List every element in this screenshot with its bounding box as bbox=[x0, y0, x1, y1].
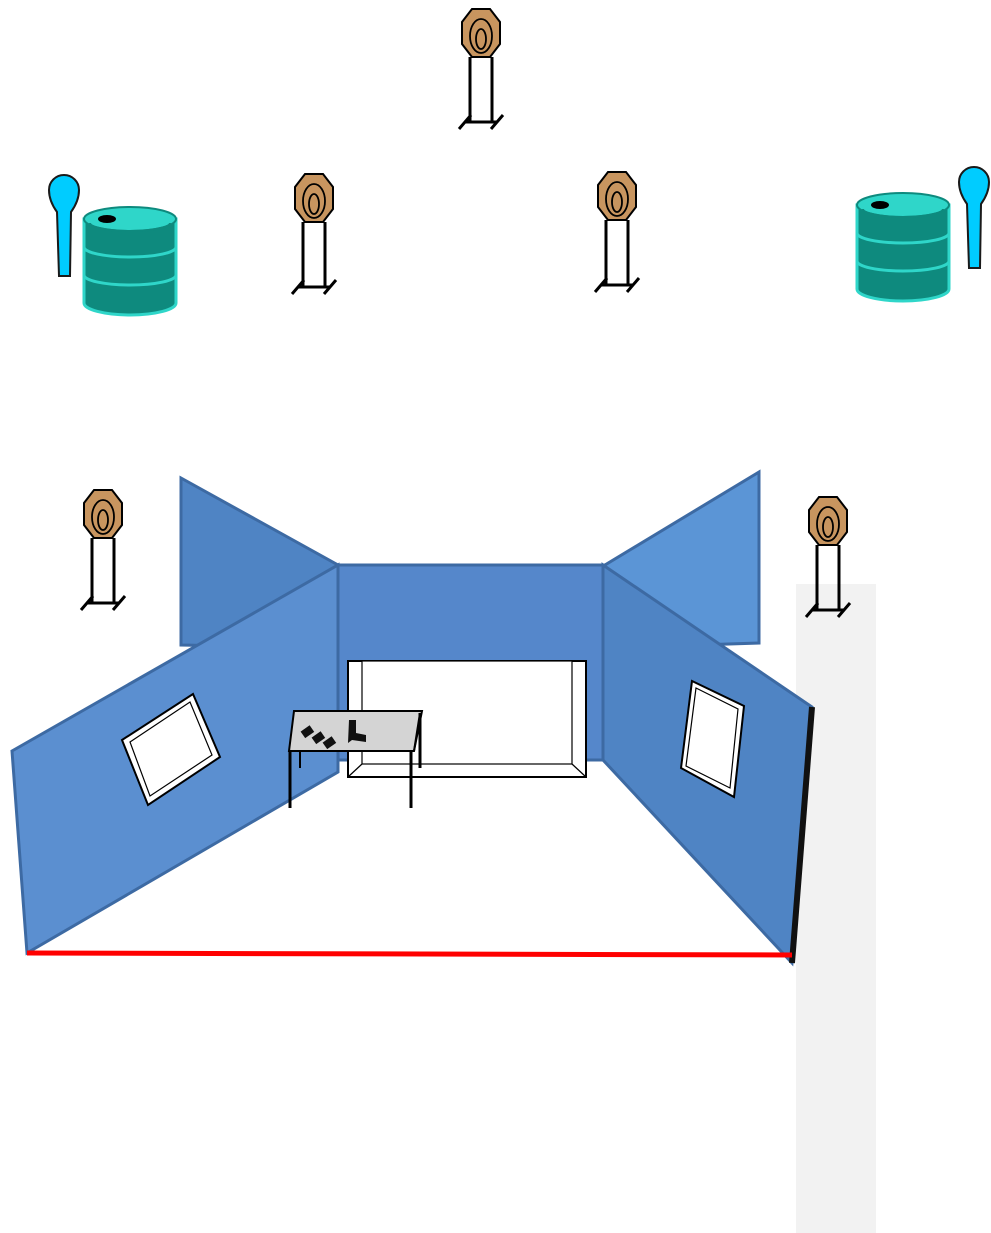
barrel-left bbox=[82, 205, 178, 317]
window-left-wall bbox=[120, 692, 222, 807]
fault-line bbox=[26, 950, 793, 958]
window-right-wall bbox=[679, 679, 746, 799]
pistol-icon bbox=[348, 720, 366, 743]
barrel-right bbox=[855, 191, 951, 303]
steel-target-top-center bbox=[457, 7, 505, 131]
side-panel bbox=[796, 584, 876, 1233]
steel-target-top-left bbox=[290, 172, 338, 296]
steel-target-left bbox=[79, 488, 127, 612]
magazine-1 bbox=[300, 725, 315, 739]
no-shoot-right bbox=[958, 166, 990, 269]
table bbox=[287, 710, 424, 808]
magazine-3 bbox=[322, 736, 337, 750]
no-shoot-left bbox=[48, 174, 80, 277]
steel-target-top-right bbox=[593, 170, 641, 294]
magazine-2 bbox=[311, 731, 326, 745]
